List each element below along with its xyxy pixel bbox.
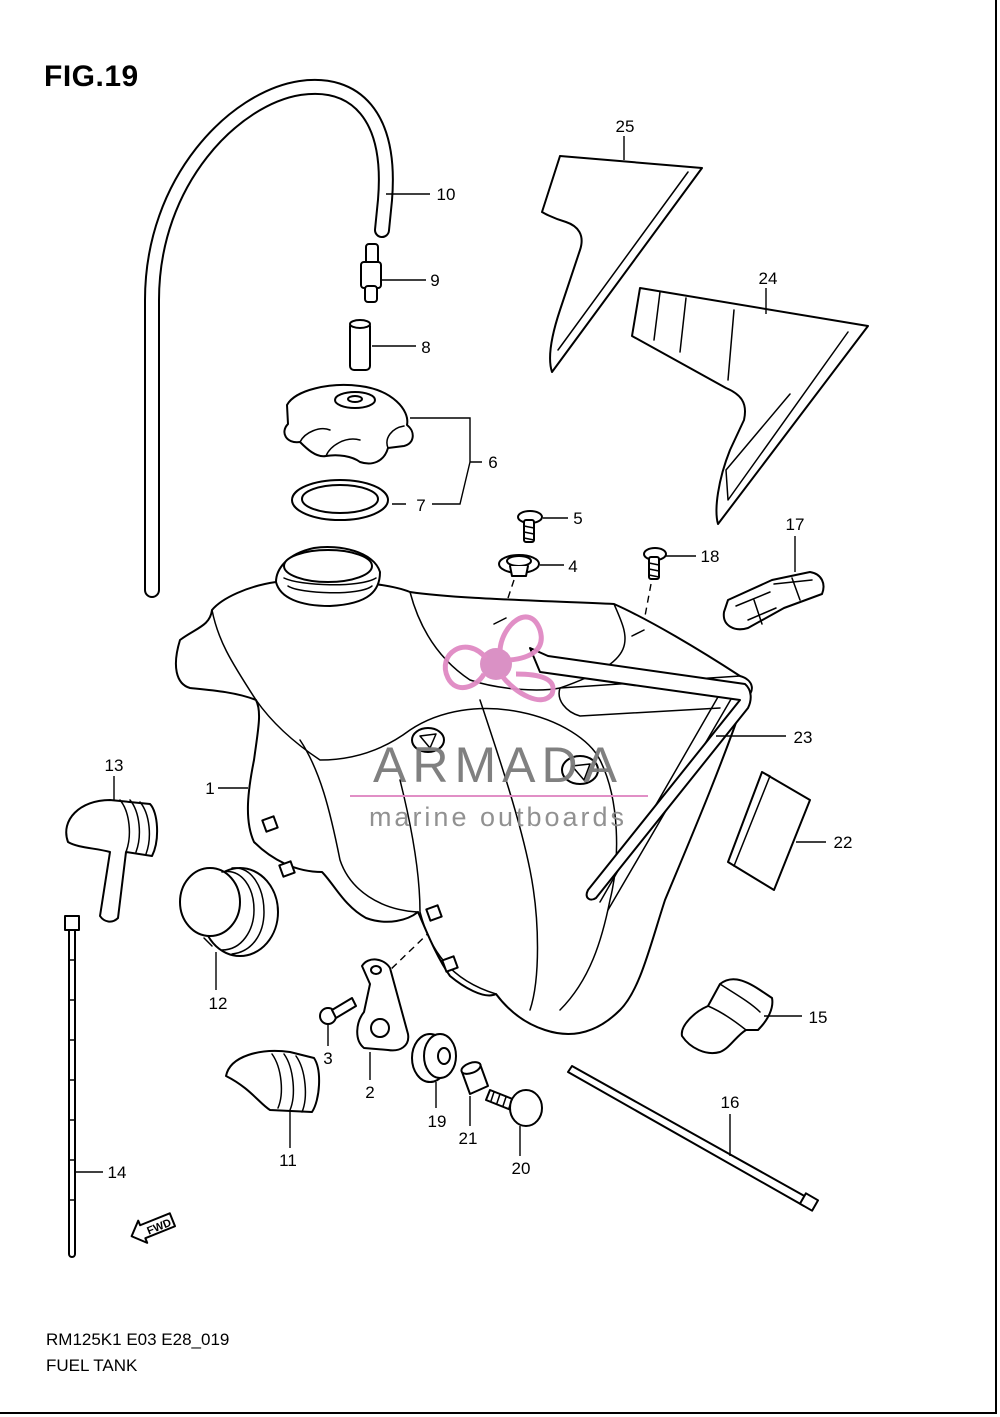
part-4-cushion[interactable] (498, 554, 540, 577)
callout-1: 1 (205, 779, 214, 798)
callout-10: 10 (437, 185, 456, 204)
propeller-icon (442, 614, 556, 703)
callout-20: 20 (512, 1159, 531, 1178)
callout-25: 25 (616, 117, 635, 136)
callout-14: 14 (108, 1163, 127, 1182)
fwd-label: FWD (145, 1217, 173, 1238)
model-code: RM125K1 E03 E28_019 (46, 1330, 230, 1349)
callout-19: 19 (428, 1112, 447, 1131)
part-5-screw[interactable] (517, 510, 543, 543)
part-23-tank-pad[interactable] (529, 647, 752, 901)
part-8-hose[interactable] (349, 319, 371, 371)
part-3-bolt[interactable] (319, 997, 357, 1025)
callout-9: 9 (430, 271, 439, 290)
callout-23: 23 (794, 728, 813, 747)
callout-6: 6 (488, 453, 497, 472)
part-9-valve[interactable] (360, 243, 382, 303)
part-24-side-shroud[interactable] (631, 287, 869, 525)
callout-4: 4 (568, 557, 577, 576)
part-7-gasket[interactable] (291, 479, 389, 521)
part-11-clamp[interactable] (225, 1050, 320, 1113)
callout-15: 15 (809, 1008, 828, 1027)
callout-13: 13 (105, 756, 124, 775)
callout-3: 3 (323, 1049, 332, 1068)
part-19-grommet[interactable] (411, 1033, 457, 1083)
part-16-cable-tie[interactable] (567, 1065, 820, 1212)
part-15-damper[interactable] (680, 978, 774, 1054)
callout-2: 2 (365, 1083, 374, 1102)
part-18-screw[interactable] (643, 547, 667, 580)
watermark-tagline: marine outboards (369, 802, 627, 832)
part-13-clamp[interactable] (65, 799, 158, 923)
part-14-cable-tie[interactable] (64, 915, 80, 1258)
part-20-bolt[interactable] (485, 1089, 543, 1127)
figure-caption: FUEL TANK (46, 1356, 138, 1375)
callout-16: 16 (721, 1093, 740, 1112)
callout-17: 17 (786, 515, 805, 534)
callout-22: 22 (834, 833, 853, 852)
callout-11: 11 (279, 1151, 297, 1170)
callout-5: 5 (573, 509, 582, 528)
part-22-cushion[interactable] (727, 771, 811, 891)
part-2-bracket[interactable] (356, 958, 410, 1052)
callout-12: 12 (209, 994, 228, 1013)
part-12-protector[interactable] (179, 867, 279, 957)
part-17-strap[interactable] (722, 571, 825, 631)
callout-24: 24 (759, 269, 778, 288)
forward-arrow-icon: FWD (130, 1212, 177, 1244)
part-6-fuel-cap[interactable] (283, 384, 414, 465)
callout-21: 21 (459, 1129, 478, 1148)
callout-8: 8 (421, 338, 430, 357)
figure-title: FIG.19 (44, 60, 139, 93)
part-1-fuel-tank[interactable] (174, 546, 753, 1035)
callout-7: 7 (416, 496, 425, 515)
watermark-brand: ARMADA (373, 737, 623, 793)
watermark: ARMADA marine outboards (350, 614, 648, 832)
callout-18: 18 (701, 547, 720, 566)
part-21-collar[interactable] (460, 1060, 489, 1095)
